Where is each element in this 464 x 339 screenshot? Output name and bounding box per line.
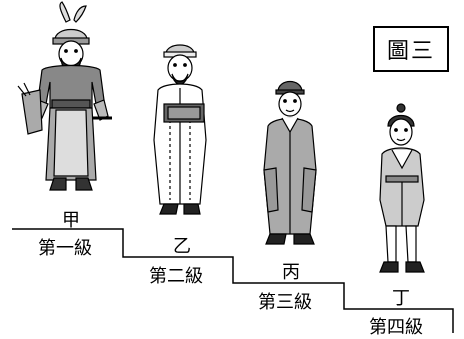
figure-jia [17, 1, 112, 191]
figure-ding [379, 103, 425, 273]
staircase-line [12, 228, 454, 333]
figure-title: 圖三 [386, 39, 435, 64]
figure-title-box: 圖三 [373, 26, 449, 72]
rank-label-3: 第三級 [258, 292, 312, 313]
figure-label-yi: 乙 [173, 236, 191, 257]
figure-bing [263, 80, 317, 245]
figure-label-jia: 甲 [62, 210, 80, 231]
rank-label-1: 第一級 [38, 238, 92, 259]
figure-label-bing: 丙 [282, 262, 300, 283]
rank-label-4: 第四級 [369, 317, 423, 338]
figure-label-ding: 丁 [392, 288, 410, 309]
rank-label-2: 第二級 [149, 266, 203, 287]
figure-yi [153, 44, 207, 215]
